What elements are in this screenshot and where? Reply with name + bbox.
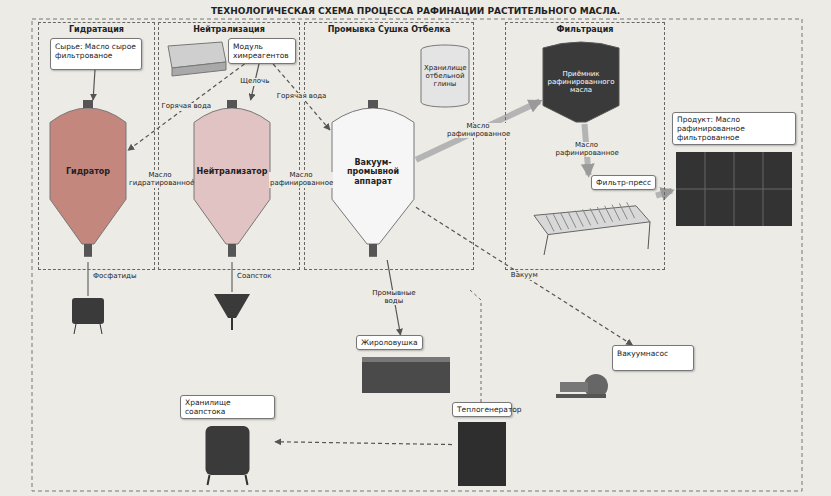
process-vessel: Гидратор [48, 100, 128, 260]
equipment-label: Модуль химреагентов [233, 42, 291, 60]
flow-label: Щелочь [239, 78, 270, 86]
equipment-label: Нейтрализатор [196, 167, 268, 176]
stage-heading: Гидратация [39, 23, 154, 36]
callout-box: Сырье: Масло сырое фильтрованое [50, 38, 142, 70]
vessel-outline [192, 100, 272, 260]
flow-label: Масло рафинированное [446, 123, 510, 138]
flow-label: Вакуум [510, 272, 539, 280]
flow-connector [273, 64, 330, 130]
equipment-label: Приёмник рафинированного масла [544, 70, 618, 94]
funnel [214, 294, 250, 318]
process-stage-region: Промывка Сушка ОтбелкаХранилище отбельно… [304, 22, 474, 270]
equipment-label: Вакуум-промывной аппарат [334, 158, 412, 186]
equipment-picture [356, 353, 456, 397]
equipment-label: Сырье: Масло сырое фильтрованое [55, 42, 137, 60]
flow-label: Горячая вода [160, 103, 212, 111]
flow-connector [656, 191, 672, 196]
vessel-outline [48, 100, 128, 260]
flow-label: Промывные воды [362, 290, 426, 305]
storage-tank: Хранилище отбельной глины [420, 44, 470, 108]
callout-box: Модуль химреагентов [228, 38, 296, 64]
equipment-label: Продукт: Масло рафинированное фильтрован… [672, 112, 796, 145]
stream-label: Фосфатиды [92, 272, 137, 280]
equipment-label: Хранилище соапстока [180, 395, 275, 419]
stage-heading: Фильтрация [506, 23, 664, 36]
flow-label: Горячая вода [276, 93, 328, 101]
stage-heading: Нейтрализация [159, 23, 299, 36]
equipment-picture [672, 148, 796, 230]
stream-label: Соапсток [236, 272, 272, 280]
process-stage-region: НейтрализацияМодуль химреагентовНейтрали… [158, 22, 300, 270]
equipment-picture [452, 420, 512, 488]
flow-label: Масло рафинированное [555, 142, 619, 157]
stage-heading: Промывка Сушка Отбелка [305, 23, 473, 36]
drain-line [87, 262, 88, 296]
equipment-item: Теплогенератор [452, 402, 512, 488]
drain-line [231, 262, 232, 292]
flow-label: Масло гидратированное [128, 172, 192, 187]
process-stage-region: ГидратацияСырье: Масло сырое фильтровано… [38, 22, 155, 270]
equipment-label: Теплогенератор [452, 402, 512, 417]
heat-line [470, 290, 481, 402]
equipment-label: Хранилище отбельной глины [424, 64, 466, 88]
outer-frame [32, 19, 802, 491]
equipment-label: Гидратор [52, 167, 124, 176]
equipment-label: Вакуумнасос [617, 349, 689, 358]
sediment-tank [72, 298, 104, 334]
flow-label: Масло рафинированное [269, 172, 333, 187]
diagram-title: ТЕХНОЛОГИЧЕСКАЯ СХЕМА ПРОЦЕССА РАФИНАЦИИ… [0, 6, 831, 16]
equipment-item: Жироловушка [356, 335, 456, 397]
vacuum-pump-picture [556, 374, 608, 398]
equipment-picture [528, 193, 656, 257]
flow-connector [416, 101, 540, 159]
callout-box: Вакуумнасос [612, 345, 694, 371]
equipment-label: Жироловушка [356, 335, 423, 350]
equipment-item: Продукт: Масло рафинированное фильтрован… [672, 112, 796, 230]
flow-connector [93, 70, 95, 100]
equipment-label: Фильтр-пресс [591, 175, 656, 190]
flow-connector [275, 442, 452, 445]
equipment-item: Хранилище соапстока [180, 395, 275, 487]
equipment-item: Фильтр-пресс [528, 175, 656, 257]
chem-module-picture [168, 42, 226, 76]
receiver-tank: Приёмник рафинированного масла [540, 40, 622, 124]
process-vessel: Вакуум-промывной аппарат [330, 100, 416, 260]
process-vessel: Нейтрализатор [192, 100, 272, 260]
equipment-picture [180, 422, 275, 487]
